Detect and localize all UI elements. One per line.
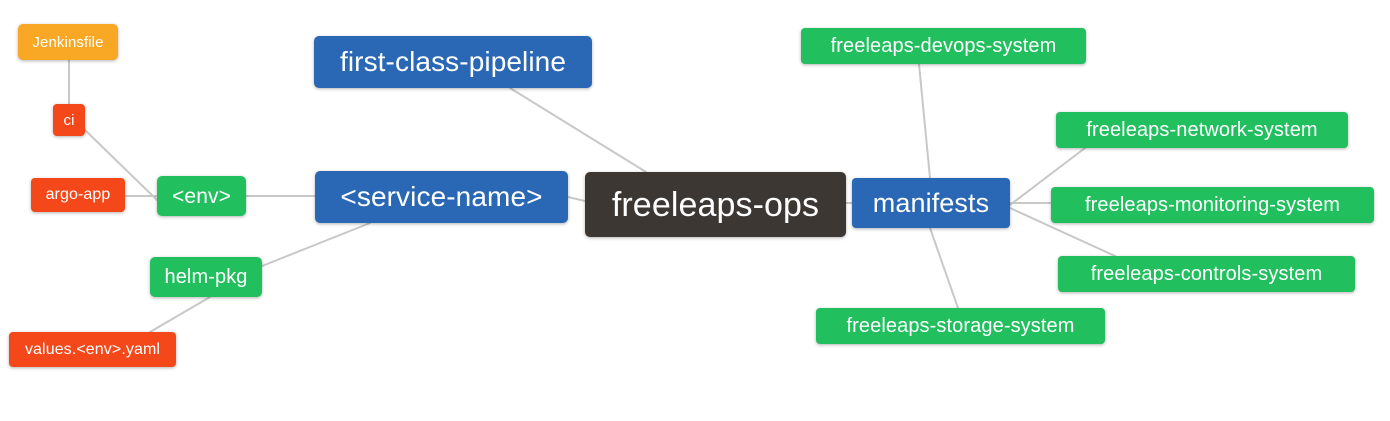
node-argo-app[interactable]: argo-app (31, 178, 125, 212)
node-values-yaml[interactable]: values.<env>.yaml (9, 332, 176, 367)
node-first-class-pipeline[interactable]: first-class-pipeline (314, 36, 592, 88)
edge-ci-to-env (84, 129, 158, 201)
edge-manifests-to-freeleaps-storage-system (929, 227, 959, 309)
node-freeleaps-storage-system[interactable]: freeleaps-storage-system (816, 308, 1105, 344)
node-jenkinsfile[interactable]: Jenkinsfile (18, 24, 118, 60)
edge-manifests-to-freeleaps-devops-system (918, 63, 931, 179)
edge-manifests-to-freeleaps-controls-system (1009, 207, 1116, 257)
node-freeleaps-monitoring-system[interactable]: freeleaps-monitoring-system (1051, 187, 1374, 223)
node-freeleaps-network-system[interactable]: freeleaps-network-system (1056, 112, 1348, 148)
edge-manifests-to-freeleaps-network-system (1009, 147, 1086, 206)
node-ci[interactable]: ci (53, 104, 85, 136)
edge-helm-pkg-to-service-name (261, 222, 371, 267)
node-helm-pkg[interactable]: helm-pkg (150, 257, 262, 297)
edge-service-name-to-freeleaps-ops (567, 196, 586, 202)
node-freeleaps-controls-system[interactable]: freeleaps-controls-system (1058, 256, 1355, 292)
node-freeleaps-ops[interactable]: freeleaps-ops (585, 172, 846, 237)
node-env[interactable]: <env> (157, 176, 246, 216)
edge-first-class-pipeline-to-freeleaps-ops (509, 87, 647, 173)
edge-values-yaml-to-helm-pkg (149, 296, 211, 333)
node-manifests[interactable]: manifests (852, 178, 1010, 228)
node-service-name[interactable]: <service-name> (315, 171, 568, 223)
node-freeleaps-devops-system[interactable]: freeleaps-devops-system (801, 28, 1086, 64)
